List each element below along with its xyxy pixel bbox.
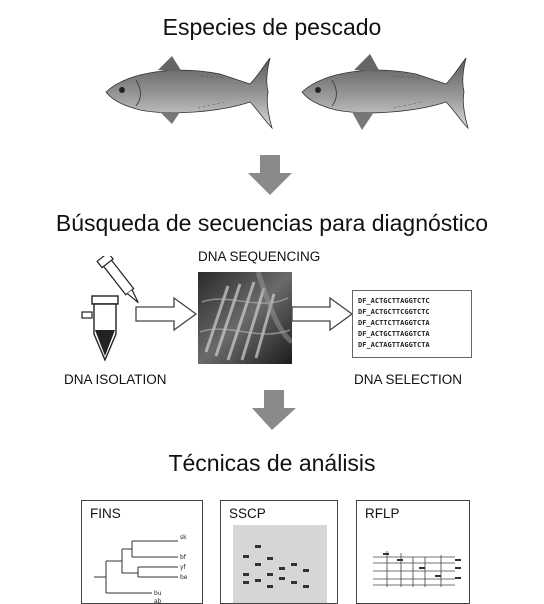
sequence-line: DF_ACTGCTTCGGTCTC: [358, 308, 430, 316]
sequencing-gel-image: [198, 272, 292, 364]
sequence-line: DF_ACTAGTTAGGTCTA: [358, 341, 430, 349]
sequence-selection-box: DF_ACTGCTTAGGTCTC DF_ACTGCTTCGGTCTC DF_A…: [352, 290, 472, 358]
phylogenetic-tree: sk bf yf be bu ab: [94, 534, 188, 603]
sequence-line: DF_ACTGCTTAGGTCTA: [358, 330, 430, 338]
tree-leaf-label: yf: [180, 564, 187, 571]
right-arrow-icon: [291, 296, 354, 332]
down-arrow-icon: [248, 155, 292, 195]
tree-leaf-label: be: [180, 574, 188, 581]
heading-sequence-search: Búsqueda de secuencias para diagnóstico: [55, 210, 489, 236]
dna-isolation-tube-icon: [81, 256, 139, 362]
tree-leaf-label: sk: [180, 534, 187, 541]
right-arrow-icon: [135, 296, 198, 332]
heading-analysis-techniques: Técnicas de análisis: [168, 450, 376, 476]
sequence-list: DF_ACTGCTTAGGTCTC DF_ACTGCTTCGGTCTC DF_A…: [358, 296, 430, 351]
tree-leaf-label: bf: [180, 554, 187, 561]
technique-box-fins: FINS sk bf yf be bu ab: [81, 500, 203, 604]
dna-selection-label: DNA SELECTION: [354, 372, 463, 387]
dna-sequencing-label: DNA SEQUENCING: [198, 249, 321, 264]
technique-box-rflp: RFLP: [356, 500, 470, 604]
tree-leaf-label: ab: [154, 598, 162, 603]
technique-label: FINS: [90, 506, 121, 521]
sscp-gel-image: [233, 525, 327, 603]
tuna-fish-right: [301, 54, 469, 130]
fish-illustrations: [105, 54, 469, 130]
dna-isolation-label: DNA ISOLATION: [64, 372, 167, 387]
technique-box-sscp: SSCP: [220, 500, 338, 604]
sequence-line: DF_ACTGCTTAGGTCTC: [358, 297, 430, 305]
tree-leaf-label: bu: [154, 590, 162, 597]
technique-label: SSCP: [229, 506, 266, 521]
technique-label: RFLP: [365, 506, 400, 521]
heading-fish-species: Especies de pescado: [162, 14, 382, 40]
sequence-line: DF_ACTTCTTAGGTCTA: [358, 319, 430, 327]
rflp-band-pattern: [373, 551, 461, 587]
down-arrow-icon: [252, 390, 296, 430]
tuna-fish-left: [105, 56, 273, 130]
